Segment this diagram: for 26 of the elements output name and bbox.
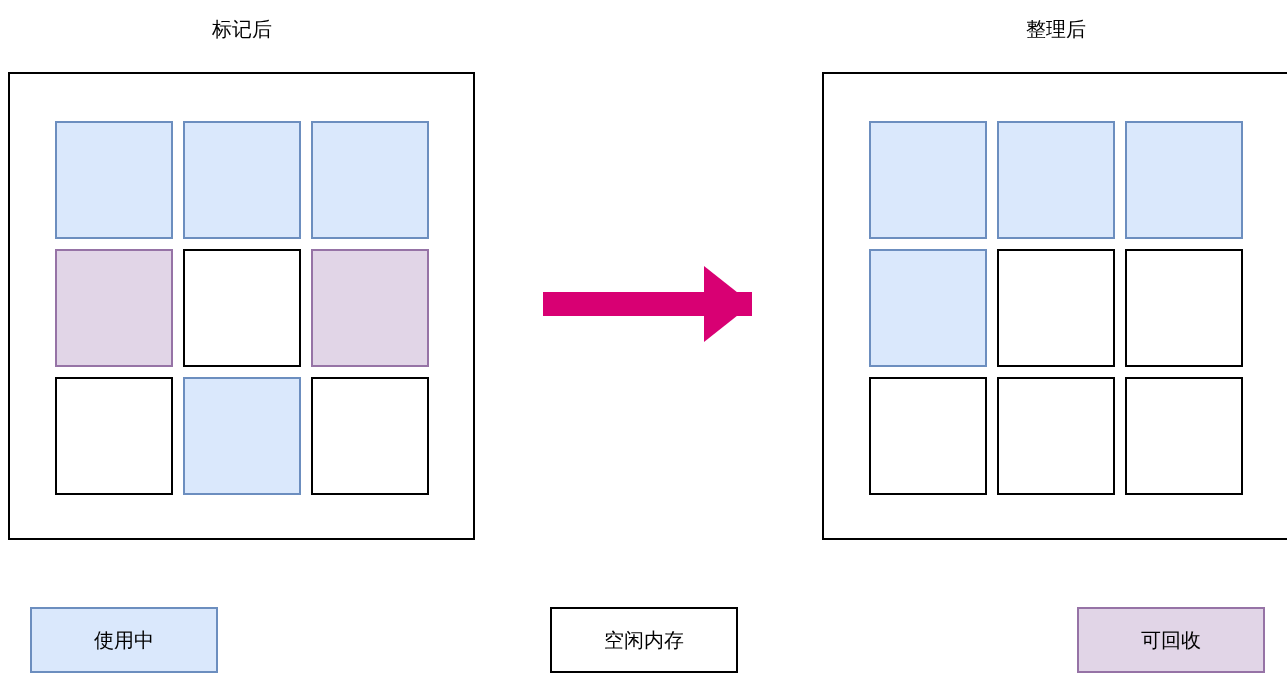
legend-label: 可回收	[1141, 628, 1201, 653]
legend-label: 使用中	[94, 628, 154, 653]
memory-block	[1125, 377, 1243, 495]
memory-block	[55, 249, 173, 367]
memory-block	[997, 249, 1115, 367]
memory-block	[311, 249, 429, 367]
memory-block	[997, 377, 1115, 495]
arrow	[543, 266, 752, 342]
memory-block	[1125, 121, 1243, 239]
panel-title: 标记后	[210, 17, 273, 42]
memory-block	[183, 121, 301, 239]
memory-block	[55, 121, 173, 239]
memory-panel	[822, 72, 1287, 540]
memory-block	[183, 377, 301, 495]
memory-block	[311, 377, 429, 495]
memory-block	[1125, 249, 1243, 367]
memory-block	[869, 377, 987, 495]
memory-block	[869, 121, 987, 239]
memory-block	[869, 249, 987, 367]
memory-block	[55, 377, 173, 495]
legend-label: 空闲内存	[604, 628, 684, 653]
memory-panel	[8, 72, 475, 540]
memory-block	[183, 249, 301, 367]
memory-block	[311, 121, 429, 239]
memory-block	[997, 121, 1115, 239]
panel-title: 整理后	[1024, 17, 1087, 42]
